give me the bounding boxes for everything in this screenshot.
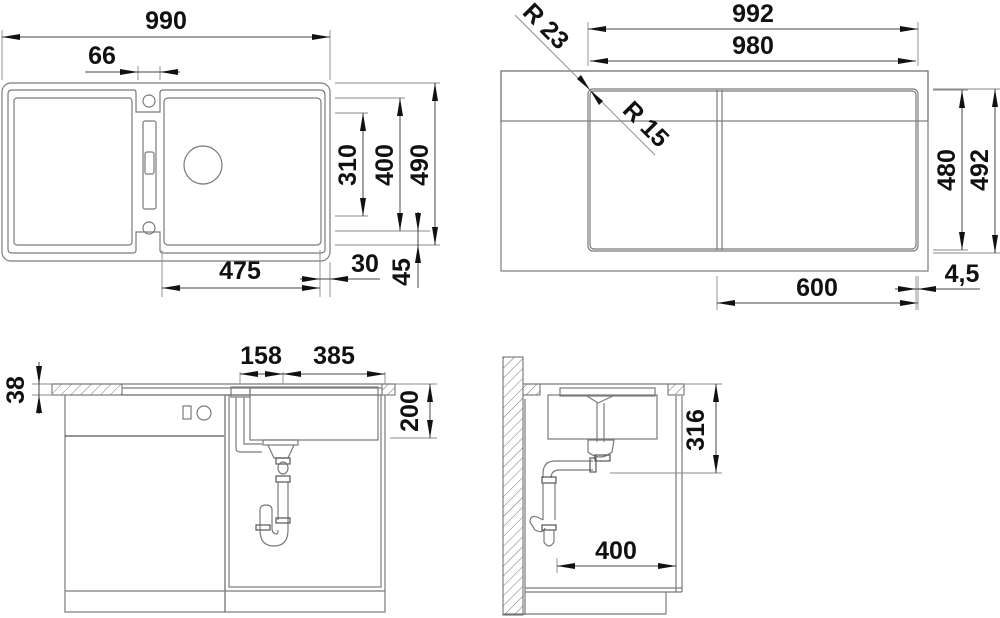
- dim-cabinet-depth: 400: [595, 537, 637, 565]
- dim-edge-right: 30: [351, 250, 379, 278]
- dim-bowl-cutout-width: 600: [796, 274, 838, 302]
- dim-outer-radius: R 23: [517, 0, 574, 55]
- side-section-view: 316 400: [502, 356, 722, 616]
- dim-offset: 4,5: [945, 260, 980, 288]
- dim-bowl-depth-inner: 310: [334, 144, 362, 186]
- dim-cutout-depth: 480: [933, 149, 961, 191]
- dim-tap-hole-offset: 66: [88, 42, 116, 70]
- dim-overall-width: 990: [145, 7, 187, 35]
- dim-edge-bottom: 45: [388, 258, 416, 286]
- tap-hole-icon: [142, 221, 156, 235]
- dim-inner-radius: R 15: [617, 96, 674, 153]
- dim-bowl-height: 200: [396, 390, 424, 432]
- dim-bowl-width: 475: [219, 257, 261, 285]
- dim-drain-offset: 158: [240, 342, 282, 370]
- dim-drain-height: 316: [682, 409, 710, 451]
- dim-overall-depth: 490: [406, 144, 434, 186]
- dim-outer-depth: 492: [966, 149, 994, 191]
- dim-worktop-thickness: 38: [2, 376, 30, 404]
- dim-bowl-depth: 400: [371, 144, 399, 186]
- top-view-sink: 990 66 475 30 310 400: [1, 7, 440, 297]
- dim-bowl-half-width: 385: [313, 342, 355, 370]
- drain-hole-icon: [183, 145, 223, 185]
- dim-cutout-width: 980: [732, 32, 774, 60]
- dim-outer-width: 992: [732, 0, 774, 28]
- cutout-view: 992 980 R 23 R 15 480 492 600: [500, 0, 1000, 310]
- front-section-view: 38 158 385 200: [2, 342, 437, 613]
- tap-hole-icon: [142, 94, 156, 108]
